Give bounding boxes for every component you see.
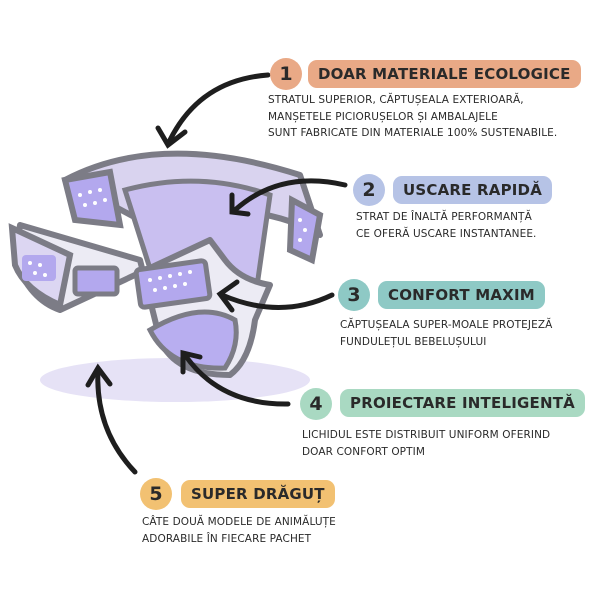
bottom-core [146, 309, 239, 371]
feature-title: SUPER DRĂGUȚ [181, 480, 335, 508]
arrow-5 [95, 367, 138, 475]
feature-number-badge: 5 [140, 478, 172, 510]
feature-number-badge: 3 [338, 279, 370, 311]
feature-title: USCARE RAPIDĂ [393, 176, 553, 204]
feature-number-badge: 1 [270, 58, 302, 90]
arrow-3 [219, 292, 335, 310]
feature-description: CĂPTUȘEALA SUPER-MOALE PROTEJEZĂ FUNDULE… [340, 319, 553, 348]
shadow [40, 358, 310, 402]
arrow-5-head [85, 363, 113, 388]
feature-description: STRATUL SUPERIOR, CĂPTUȘEALA EXTERIOARĂ,… [268, 94, 558, 139]
right-fastener [133, 258, 213, 310]
feature-description: LICHIDUL ESTE DISTRIBUIT UNIFORM OFERIND… [302, 429, 551, 458]
feature-description: CÂTE DOUĂ MODELE DE ANIMĂLUȚE ADORABILE … [142, 516, 336, 545]
arrow-2 [232, 178, 348, 213]
arrow-2-head [229, 192, 251, 217]
arrow-4 [182, 352, 291, 407]
feature-number-badge: 4 [300, 388, 332, 420]
arrow-1 [167, 72, 271, 143]
arrow-3-head [216, 279, 240, 313]
fastener-dots [28, 188, 307, 292]
left-wing [61, 168, 124, 229]
arrows [85, 72, 348, 475]
feature-number-badge: 2 [353, 174, 385, 206]
arrow-4-head [180, 349, 203, 375]
front-patch [72, 265, 120, 297]
feature-title: CONFORT MAXIM [378, 281, 545, 309]
feature-title: DOAR MATERIALE ECOLOGICE [308, 60, 581, 88]
arrow-1-head [155, 125, 188, 149]
left-fastener [22, 255, 56, 281]
feature-title: PROIECTARE INTELIGENTĂ [340, 389, 585, 417]
feature-description: STRAT DE ÎNALTĂ PERFORMANȚĂ CE OFERĂ USC… [356, 211, 537, 240]
